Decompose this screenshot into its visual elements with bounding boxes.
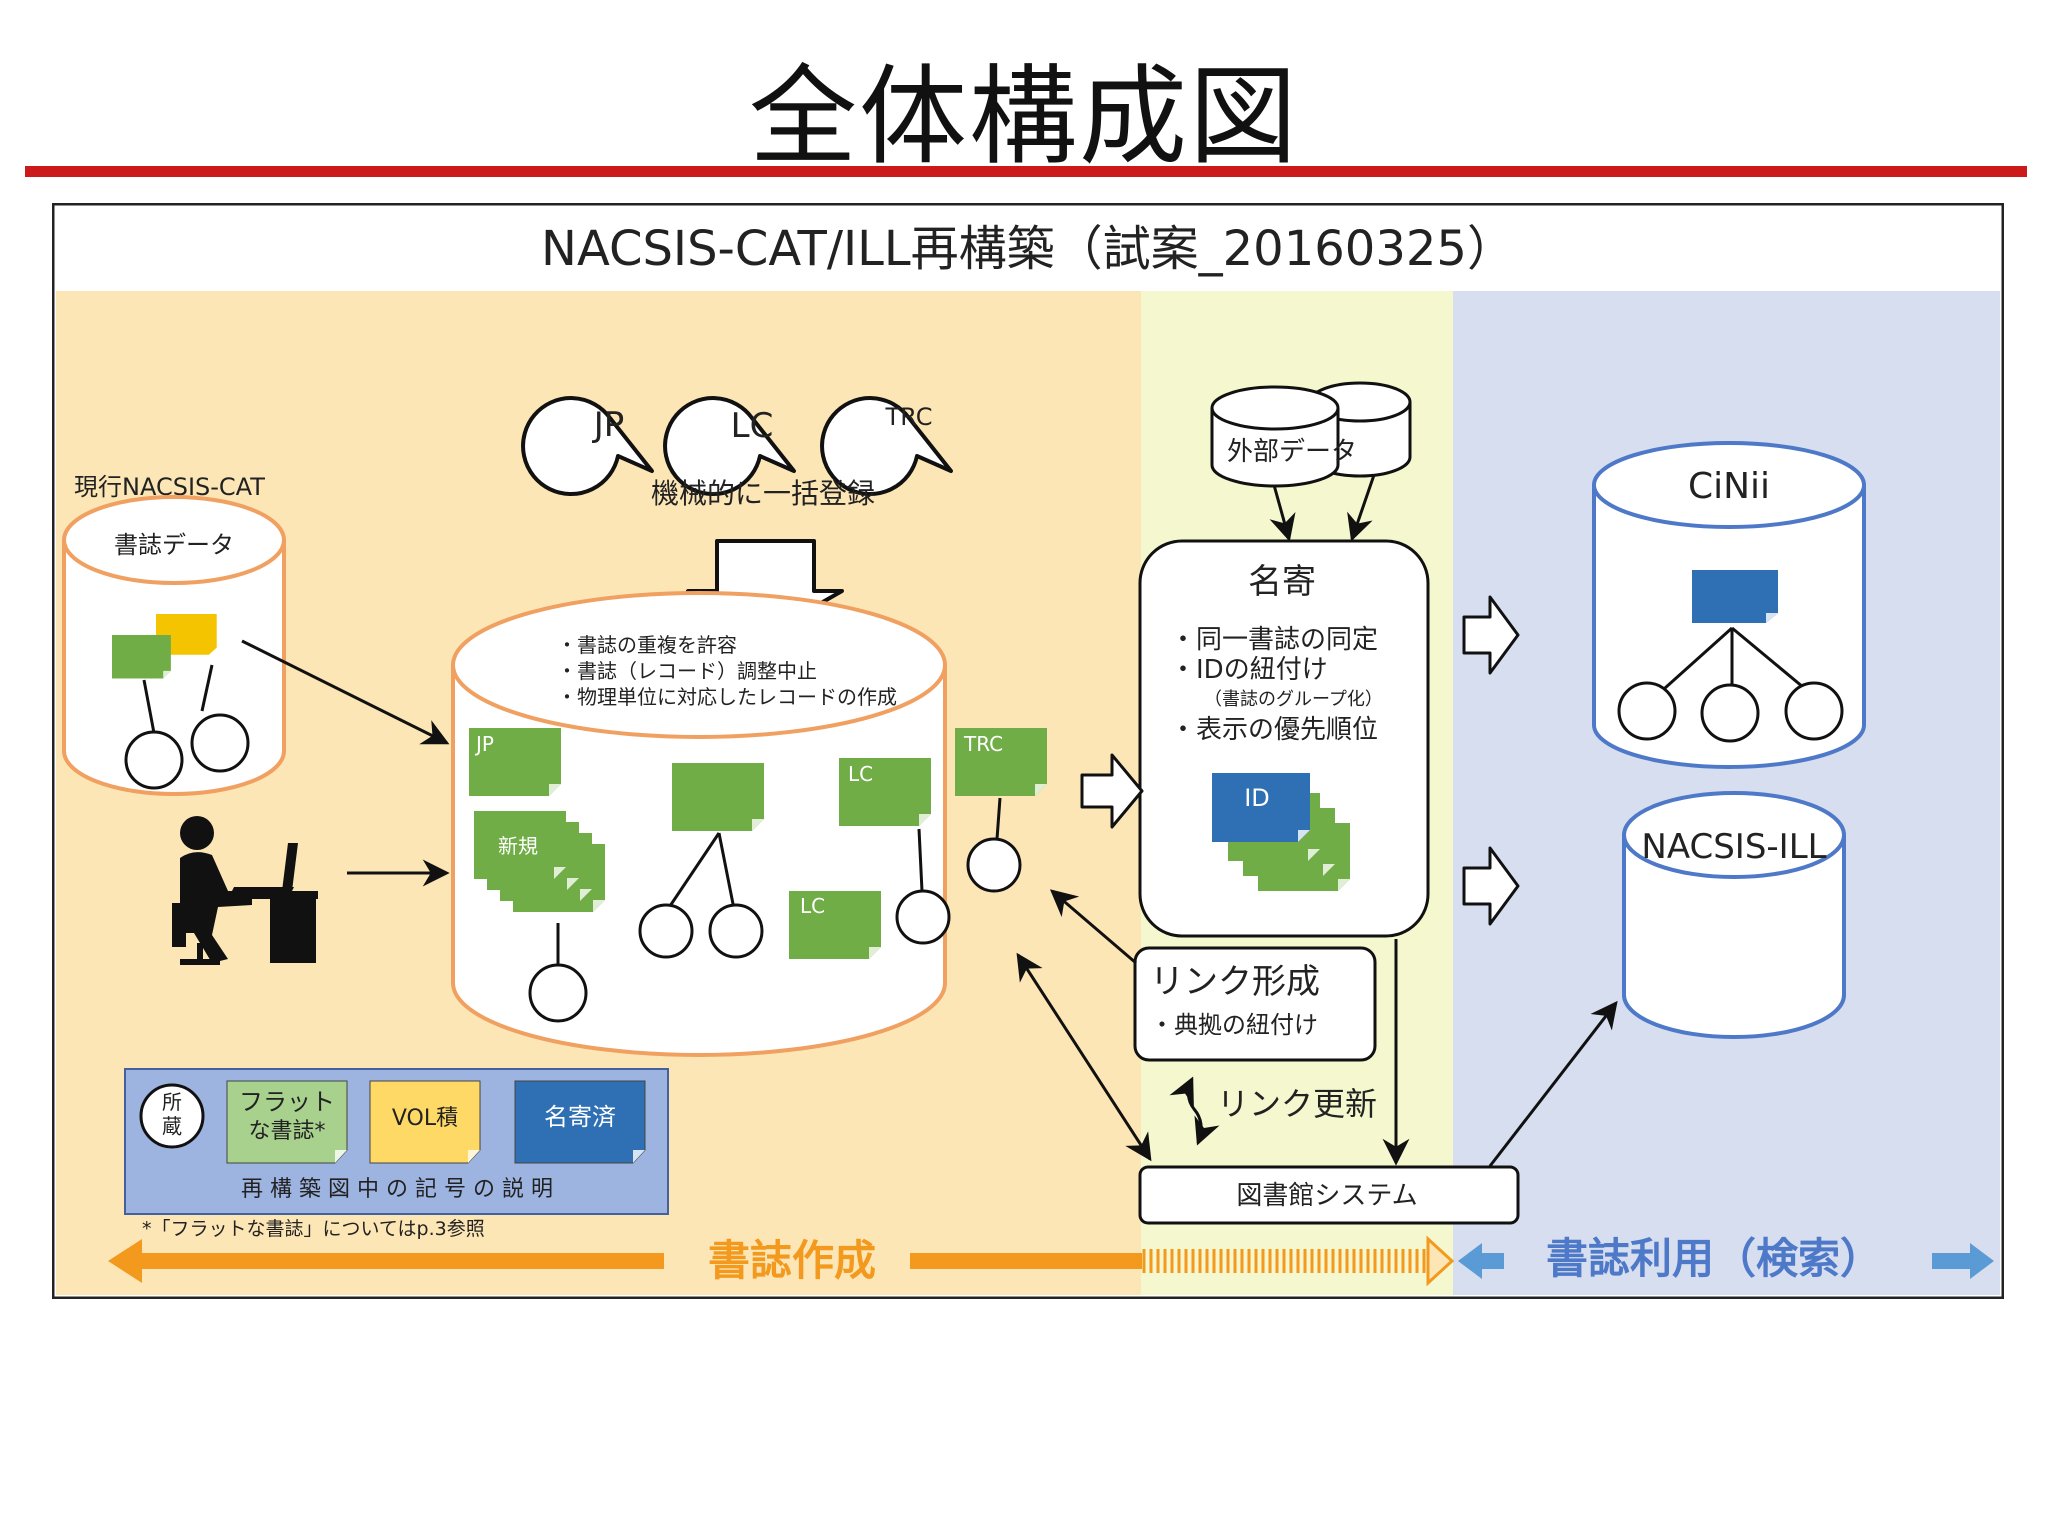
- create-label: 書誌作成: [708, 1236, 876, 1285]
- legend-caption: 再 構 築 図 中 の 記 号 の 説 明: [241, 1177, 553, 1202]
- source-jp-label: JP: [592, 405, 625, 445]
- authority-bullet-3: （書誌のグループ化）: [1204, 689, 1383, 710]
- system-diagram: NACSIS-CAT/ILL再構築（試案_20160325） 現行NACSIS-…: [52, 203, 2004, 1299]
- current-cat-db-label: 書誌データ: [114, 531, 234, 559]
- green-record: [112, 635, 171, 679]
- source-bubble-lc: [663, 396, 796, 496]
- arrow-current-to-main: [241, 639, 450, 745]
- link-sub: ・典拠の紐付け: [1150, 1011, 1318, 1039]
- title-rule: [25, 166, 2027, 177]
- link-title: リンク形成: [1150, 962, 1320, 1002]
- arrow-main-to-authority: [1080, 753, 1144, 829]
- use-arrow-left: [1458, 1243, 1504, 1279]
- authority-bullet-4: ・表示の優先順位: [1170, 715, 1378, 745]
- holding-trees-main: [528, 797, 1022, 1023]
- id-record-stack: [1212, 773, 1350, 891]
- external-data-label: 外部データ: [1227, 437, 1357, 467]
- legend-holding-line-1: 所: [162, 1090, 182, 1114]
- legend-named-record: [514, 1080, 646, 1164]
- create-arrow-head: [1426, 1235, 1455, 1287]
- source-bubble-jp: [521, 396, 654, 496]
- nacsis-ill-database: [1622, 791, 1846, 1039]
- arrow-main-library: [1016, 952, 1152, 1162]
- external-data-database: [1210, 381, 1412, 488]
- id-record-label: ID: [1244, 784, 1270, 812]
- legend-holding-symbol: [139, 1083, 205, 1149]
- arrow-external-1: [1269, 484, 1296, 542]
- legend-holding-line-2: 蔵: [162, 1114, 182, 1138]
- nacsis-ill-label: NACSIS-ILL: [1641, 827, 1826, 867]
- legend-vol-record: [369, 1080, 481, 1164]
- record-center: [672, 763, 764, 831]
- legend-footnote: *「フラットな書誌」についてはp.3参照: [142, 1218, 485, 1240]
- diagram-title: NACSIS-CAT/ILL再構築（試案_20160325）: [541, 221, 1515, 277]
- source-bubble-trc: [820, 396, 953, 496]
- legend-named-label: 名寄済: [544, 1103, 616, 1131]
- record-trc-label: TRC: [963, 732, 1003, 756]
- main-db-bullet-1: ・書誌の重複を許容: [557, 633, 737, 657]
- record-lc-1-label: LC: [848, 762, 873, 786]
- use-arrow-right: [1932, 1243, 1994, 1279]
- holding-tree: [124, 664, 250, 790]
- link-update-label: リンク更新: [1217, 1085, 1377, 1123]
- authority-title: 名寄: [1248, 562, 1316, 602]
- bulk-register-label: 機械的に一括登録: [651, 477, 875, 510]
- cinii-label: CiNii: [1688, 466, 1770, 507]
- main-db-bullet-3: ・物理単位に対応したレコードの作成: [557, 685, 897, 709]
- arrow-external-2: [1347, 474, 1376, 542]
- arrow-library-to-ill: [1488, 1000, 1618, 1167]
- record-lc-2-label: LC: [800, 894, 825, 918]
- authority-bullet-1: ・同一書誌の同定: [1170, 625, 1378, 655]
- link-update-arrow: [1169, 1076, 1220, 1146]
- legend-flat-line-2: な書誌*: [248, 1119, 325, 1144]
- legend-flat-record: [226, 1080, 348, 1164]
- source-lc-label: LC: [731, 406, 774, 446]
- cinii-record: [1692, 570, 1778, 623]
- record-jp-label: JP: [474, 732, 494, 756]
- arrow-to-ill: [1462, 846, 1520, 926]
- library-system-label: 図書館システム: [1236, 1181, 1417, 1211]
- source-trc-label: TRC: [885, 403, 933, 431]
- slide-title: 全体構成図: [748, 55, 1299, 180]
- use-label: 書誌利用（検索）: [1546, 1234, 1882, 1283]
- create-arrow: [108, 1239, 1142, 1283]
- record-new-label: 新規: [498, 834, 538, 858]
- cinii-tree: [1617, 626, 1844, 743]
- authority-bullet-2: ・IDの紐付け: [1170, 655, 1328, 685]
- main-db-bullet-2: ・書誌（レコード）調整中止: [557, 659, 817, 683]
- legend-flat-line-1: フラット: [239, 1088, 335, 1116]
- yellow-record: [156, 614, 217, 655]
- library-system-box: [1138, 1165, 1520, 1225]
- create-arrow-hatched: [1142, 1249, 1426, 1273]
- cataloger-person-icon: [172, 816, 318, 965]
- arrow-to-cinii: [1462, 595, 1520, 675]
- legend-vol-label: VOL積: [392, 1106, 458, 1131]
- arrow-link-to-main: [1049, 889, 1137, 965]
